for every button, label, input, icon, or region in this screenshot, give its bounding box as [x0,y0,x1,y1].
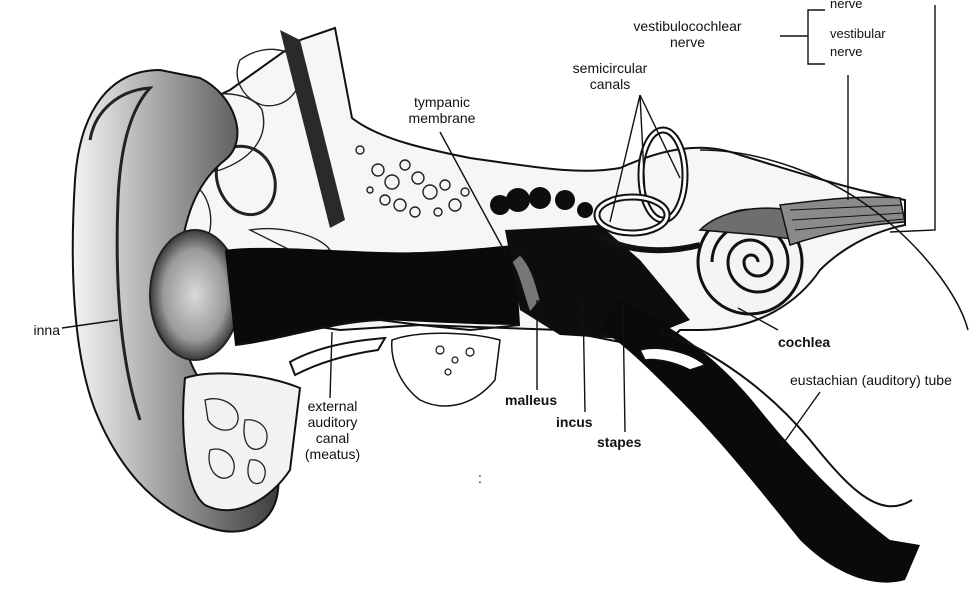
label-tympanic-membrane: tympanic membrane [392,94,492,126]
label-external-canal: external auditory canal (meatus) [285,398,380,462]
label-bracket-line3: nerve [830,44,930,60]
label-semicircular-canals: semicircular canals [555,60,665,92]
label-malleus: malleus [505,392,557,408]
label-vestibulocochlear-nerve: vestibulocochlear nerve [605,18,770,50]
label-eustachian-tube: eustachian (auditory) tube [790,372,952,388]
label-bracket-line1: nerve [830,0,930,12]
label-incus: incus [556,414,593,430]
label-tympanic-line2: membrane [392,110,492,126]
label-external-line4: (meatus) [285,446,380,462]
label-external-line2: auditory [285,414,380,430]
eustachian-tube-shape [600,300,920,583]
colon-mark: : [478,470,482,486]
label-external-line1: external [285,398,380,414]
label-semicircular-line2: canals [555,76,665,92]
label-external-line3: canal [285,430,380,446]
lower-bone [183,373,300,510]
label-semicircular-line1: semicircular [555,60,665,76]
label-bracket-line2: vestibular [830,26,930,42]
label-tympanic-line1: tympanic [392,94,492,110]
canal-lower-cartilage [290,338,385,375]
label-pinna: inna [5,322,60,338]
label-nerve-bracket: nerve vestibular nerve [830,2,930,60]
label-stapes: stapes [597,434,641,450]
label-vestibulocochlear-line2: nerve [605,34,770,50]
concha [150,230,240,360]
label-cochlea: cochlea [778,334,830,350]
label-vestibulocochlear-line1: vestibulocochlear [605,18,770,34]
